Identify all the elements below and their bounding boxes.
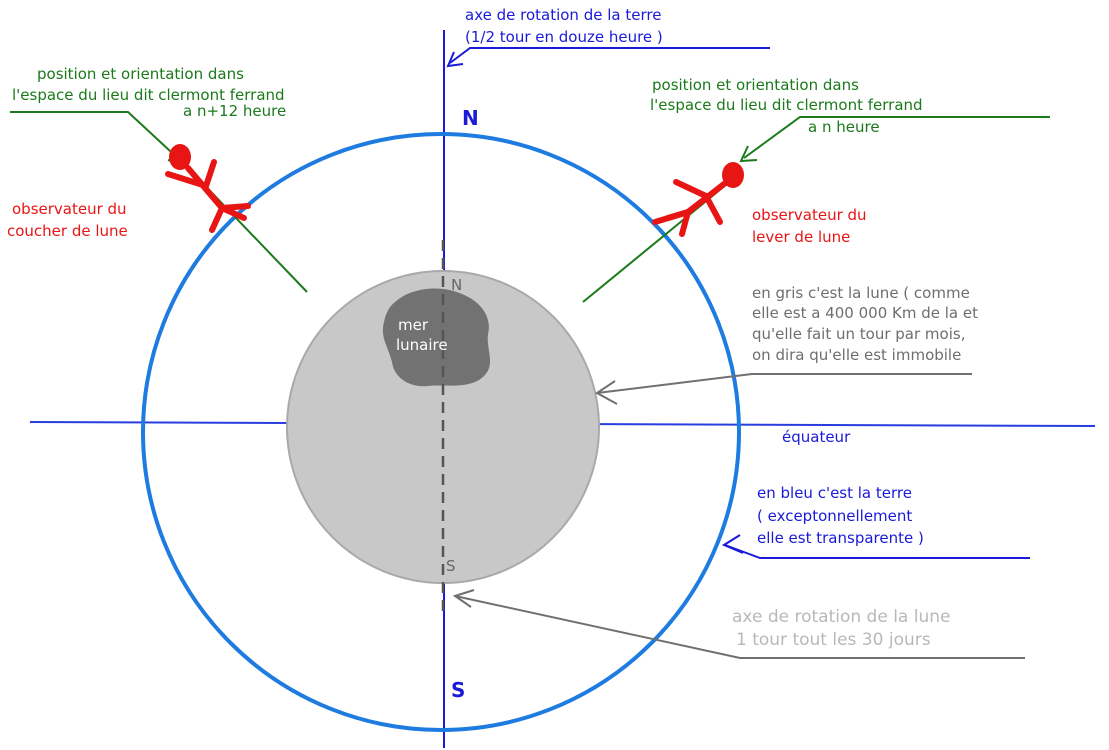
earth-south-label: S [451,678,465,702]
observer-figure-right [652,162,744,237]
earth-note-line-1: en bleu c'est la terre [757,484,912,502]
moon-south-label: S [446,557,456,575]
leader-moon-axis [454,595,1025,659]
observer-right-line-2: lever de lune [752,228,850,246]
leader-left-position [10,111,184,164]
position-left-line-3: a n+12 heure [183,102,286,120]
moon-note-line-3: qu'elle fait un tour par mois, [752,325,965,343]
observer-figure-left [165,144,251,233]
leader-earth-axis [449,47,770,64]
sea-label-line-2: lunaire [396,336,448,354]
leader-right-position [743,116,1050,159]
position-right-line-1: position et orientation dans [652,76,859,94]
position-left-line-1: position et orientation dans [37,65,244,83]
arrow-moon-note [595,380,618,405]
earth-note-line-3: elle est transparente ) [757,529,924,547]
moon-note-line-1: en gris c'est la lune ( comme [752,284,970,302]
moon-note-line-4: on dira qu'elle est immobile [752,346,961,364]
arrow-earth-axis [446,51,464,68]
arrow-moon-axis [452,589,475,608]
earth-axis-label-line-2: (1/2 tour en douze heure ) [465,28,663,46]
moon-axis-note-line-2: 1 tour tout les 30 jours [736,630,931,650]
moon-note-line-2: elle est a 400 000 Km de la et [752,304,978,322]
observer-left-line-2: coucher de lune [7,222,128,240]
observer-right-line-1: observateur du [752,206,867,224]
equator-label: équateur [782,428,851,446]
earth-note-line-2: ( exceptonnellement [757,507,912,525]
leader-moon-note [596,373,972,394]
position-right-line-2: l'espace du lieu dit clermont ferrand [650,96,923,114]
arrow-right-position [739,145,758,163]
earth-axis-label-line-1: axe de rotation de la terre [465,6,661,24]
arrow-earth-note [721,534,744,554]
position-right-line-3: a n heure [808,118,880,136]
moon-axis-note-line-1: axe de rotation de la lune [732,607,950,627]
earth-north-label: N [462,106,479,130]
earth-circle [141,132,741,732]
lunar-sea [382,288,491,387]
position-left-line-2: l'espace du lieu dit clermont ferrand [12,86,285,104]
moon-north-label: N [451,276,462,294]
observer-left-line-1: observateur du [12,200,127,218]
sea-label-line-1: mer [398,316,429,334]
